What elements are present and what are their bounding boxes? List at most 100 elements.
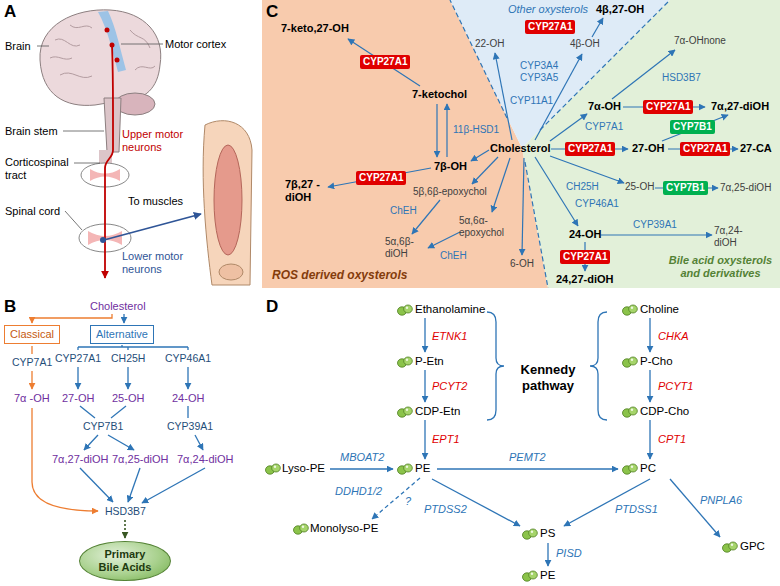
oxysterol-label: 25-OH [625, 181, 654, 193]
leg-illustration [219, 264, 243, 280]
region-label: Other oxysterols [508, 3, 588, 16]
panel-d-arrows [649, 318, 650, 352]
oxysterol-label: 5α,6α- epoxychol [459, 215, 511, 239]
metabolite-label: 7α -OH [14, 392, 50, 405]
oxysterol-label: 6-OH [510, 258, 534, 270]
enzyme-label: PTDSS2 [424, 503, 467, 516]
oxysterol-label: 24,27-diOH [556, 273, 613, 286]
lipid-label: CDP-Etn [415, 405, 460, 419]
panel-b-arrows [80, 406, 95, 418]
molecule-icon [623, 407, 638, 417]
neuron-path [104, 214, 201, 240]
molecule-icon [523, 571, 538, 581]
oxysterol-label: 4β-OH [570, 38, 600, 50]
panel-d-arrows [424, 420, 425, 459]
neuron-label: Lower motor neurons [122, 250, 194, 276]
node-text: CYP7B1 [666, 182, 705, 194]
leader-line [74, 163, 100, 164]
panel-c-arrows [662, 115, 728, 141]
lipid-label: P-Etn [415, 355, 444, 369]
enzyme-label: CYP46A1 [165, 352, 211, 365]
oxysterol-label: 7α,24- diOH [714, 225, 756, 249]
enzyme-label: CHKA [658, 330, 689, 343]
enzyme-label: PNPLA6 [700, 494, 742, 507]
metabolite-label: 24-OH [172, 392, 204, 405]
enzyme-box: CYP27A1 [356, 171, 406, 185]
molecule-icon [398, 357, 413, 367]
neuron-label: Upper motor neurons [122, 128, 194, 154]
node-text: CYP27A1 [568, 143, 612, 155]
oxysterol-label: 7α,27-diOH [711, 100, 769, 113]
enzyme-label: CYP3A5 [520, 72, 558, 84]
panel-c-arrows [471, 150, 489, 161]
panel-b-arrows [123, 314, 124, 323]
molecule-icon [523, 529, 538, 539]
leader-line [63, 131, 104, 132]
panel-d-arrows [547, 543, 548, 566]
panel-b-arrows [32, 314, 112, 323]
lipid-label: PE [415, 462, 430, 476]
panel-c-arrows [328, 168, 431, 187]
enzyme-label: CYP7A1 [585, 121, 623, 133]
enzyme-label: EPT1 [432, 433, 460, 446]
panel-b-arrows [127, 367, 128, 389]
alternative-box: Alternative [90, 325, 154, 344]
anatomy-label: Corticospinal tract [5, 156, 81, 182]
enzyme-label: ChEH [440, 250, 467, 262]
node-text: CYP27A1 [563, 251, 607, 263]
panel-d-arrows [330, 312, 720, 566]
leg-illustration [214, 145, 242, 255]
enzyme-label: MBOAT2 [340, 451, 384, 464]
neuron-path [105, 45, 113, 278]
anatomy-label: Brain [5, 40, 31, 53]
panel-c-arrows [522, 158, 524, 255]
neuron-path [110, 43, 115, 48]
enzyme-label: ChEH [390, 205, 417, 217]
neuron-path [100, 28, 201, 279]
enzyme-label: CYP7B1 [83, 420, 123, 433]
anatomy-label: To muscles [128, 195, 183, 208]
enzyme-box: CYP27A1 [680, 142, 730, 156]
panel-b-arrows [31, 371, 32, 389]
panel-c-regions [450, 0, 670, 288]
panel-d-arrows [424, 370, 425, 402]
oxysterol-label: 7β,27 -diOH [285, 178, 325, 204]
enzyme-box: CYP7B1 [663, 181, 708, 195]
panel-letter: C [266, 2, 278, 22]
node-text: CYP27A1 [528, 21, 572, 33]
anatomy-label: Motor cortex [165, 38, 226, 51]
oxysterol-label: 22-OH [475, 38, 504, 50]
lipid-label: Ethanolamine [415, 303, 485, 317]
lipid-label: PE [540, 569, 555, 583]
enzyme-label: ETNK1 [432, 330, 467, 343]
enzyme-box: CYP27A1 [360, 55, 410, 69]
metabolite-label: 27-OH [62, 392, 94, 405]
lipid-label: Choline [640, 303, 679, 317]
panel-b-arrows [187, 367, 188, 389]
lipid-label: Monolyso-PE [310, 522, 378, 536]
leader-line [37, 46, 49, 47]
oxysterol-label: 7α-OH [588, 100, 621, 113]
panel-d-arrows [564, 479, 650, 526]
region-label: ROS derived oxysterols [272, 268, 407, 282]
molecule-icon [623, 464, 638, 474]
panel-c-regions [522, 0, 780, 288]
enzyme-label: DDHD1/2 [335, 485, 382, 498]
enzyme-label: CYP27A1 [55, 352, 101, 365]
enzyme-label: CYP11A1 [510, 95, 553, 107]
classical-box: Classical [4, 325, 60, 344]
lipid-label: PS [540, 527, 555, 541]
enzyme-label: 11β-HSD1 [453, 124, 499, 136]
brain-illustration [50, 25, 155, 78]
panel-b-arrows [108, 435, 134, 450]
enzyme-label: CH25H [566, 181, 599, 193]
node-text: Alternative [96, 328, 148, 341]
enzyme-box: CYP27A1 [525, 20, 575, 34]
molecule-icon [398, 407, 413, 417]
enzyme-label: PEMT2 [509, 451, 546, 464]
node-text: Classical [10, 328, 54, 341]
panel-b-arrows [124, 520, 126, 538]
enzyme-label: PCYT1 [658, 380, 693, 393]
enzyme-label: CYP39A1 [633, 219, 677, 231]
